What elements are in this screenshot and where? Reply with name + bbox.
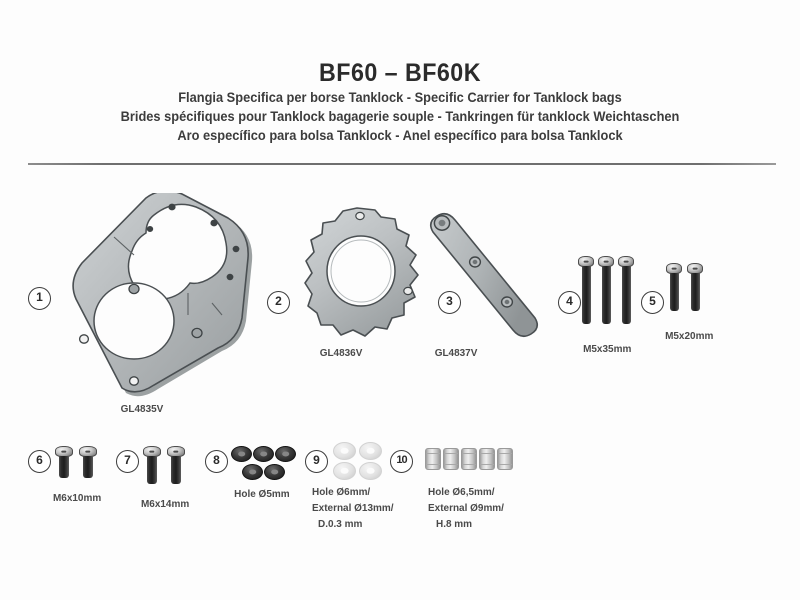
dark-washer-icon [264, 464, 285, 480]
spacer-icon [479, 448, 495, 470]
part-label-10-line1: Hole Ø6,5mm/ [428, 486, 495, 498]
part-label-5: M5x20mm [665, 330, 714, 342]
subtitle-line-es-pt: Aro específico para bolsa Tanklock - Ane… [177, 128, 623, 143]
bracket-plate-icon [62, 190, 262, 408]
light-washer-icon [359, 442, 382, 460]
part-label-3: GL4837V [434, 347, 478, 359]
dark-washer-icon [242, 464, 263, 480]
header-divider [28, 163, 776, 165]
subtitle-line-it-en: Flangia Specifica per borse Tanklock - S… [178, 90, 622, 105]
part-badge-8: 8 [205, 450, 228, 473]
subtitle-line-fr-de: Brides spécifiques pour Tanklock bagager… [120, 109, 680, 124]
dark-washer-icon [231, 446, 252, 462]
part-label-10-line2: External Ø9mm/ [428, 502, 504, 514]
part-label-6: M6x10mm [52, 492, 102, 504]
part-label-8: Hole Ø5mm [234, 488, 290, 500]
part-badge-2: 2 [267, 291, 290, 314]
dark-washer-icon [253, 446, 274, 462]
spacer-icon [497, 448, 513, 470]
spacer-icon [425, 448, 441, 470]
screw-group-6 [55, 446, 103, 490]
light-washer-icon [333, 442, 356, 460]
spacer-group-10 [425, 448, 517, 474]
document-header: BF60 – BF60K Flangia Specifica per borse… [0, 58, 800, 145]
part-label-9-line1: Hole Ø6mm/ [312, 486, 371, 498]
light-washer-icon [359, 462, 382, 480]
part-badge-5: 5 [641, 291, 664, 314]
page-title: BF60 – BF60K [319, 59, 481, 87]
spacer-icon [443, 448, 459, 470]
screw-group-5 [666, 263, 708, 325]
light-washer-icon [333, 462, 356, 480]
part-badge-7: 7 [116, 450, 139, 473]
light-washer-group-9 [333, 442, 389, 486]
bar-link-icon [425, 212, 545, 347]
part-label-1: GL4835V [120, 403, 164, 415]
part-label-4: M5x35mm [583, 343, 632, 355]
part-badge-9: 9 [305, 450, 328, 473]
spacer-icon [461, 448, 477, 470]
screw-group-7 [143, 446, 191, 494]
part-badge-3: 3 [438, 291, 461, 314]
toothed-ring-icon [303, 205, 425, 350]
part-label-7: M6x14mm [140, 498, 190, 510]
part-label-9-line3: D.0.3 mm [318, 518, 363, 530]
part-label-10-line3: H.8 mm [436, 518, 473, 530]
dark-washer-group-8 [231, 446, 297, 488]
part-label-2: GL4836V [319, 347, 363, 359]
part-badge-4: 4 [558, 291, 581, 314]
part-badge-1: 1 [28, 287, 51, 310]
part-label-9-line2: External Ø13mm/ [312, 502, 394, 514]
part-badge-6: 6 [28, 450, 51, 473]
dark-washer-icon [275, 446, 296, 462]
screw-group-4 [578, 256, 640, 338]
part-badge-10: 10 [390, 450, 413, 473]
